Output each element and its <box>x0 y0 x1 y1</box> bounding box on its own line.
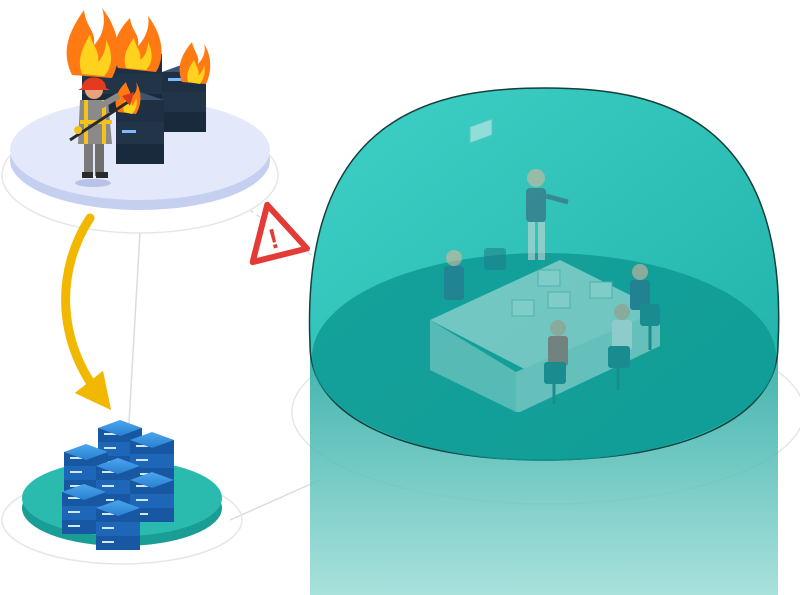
warning-sign: ! <box>249 201 310 266</box>
server-stack-icon <box>130 472 174 522</box>
protected-office-node <box>291 87 800 595</box>
meeting-people-icon <box>430 118 660 412</box>
backup-datacenter-node <box>1 420 243 565</box>
flame-icon <box>113 16 162 72</box>
firefighter-icon <box>69 77 134 187</box>
connector-backup-to-office <box>229 479 321 521</box>
healthy-server-stacks <box>62 420 174 550</box>
warning-icon <box>249 201 310 266</box>
connector-fire-to-backup <box>127 231 141 441</box>
flame-icon <box>66 8 119 78</box>
burning-datacenter-node <box>1 8 279 234</box>
flame-icon <box>179 42 211 84</box>
failover-arrow <box>61 213 112 411</box>
server-stack-icon <box>62 484 106 534</box>
server-stack-icon <box>96 500 140 550</box>
